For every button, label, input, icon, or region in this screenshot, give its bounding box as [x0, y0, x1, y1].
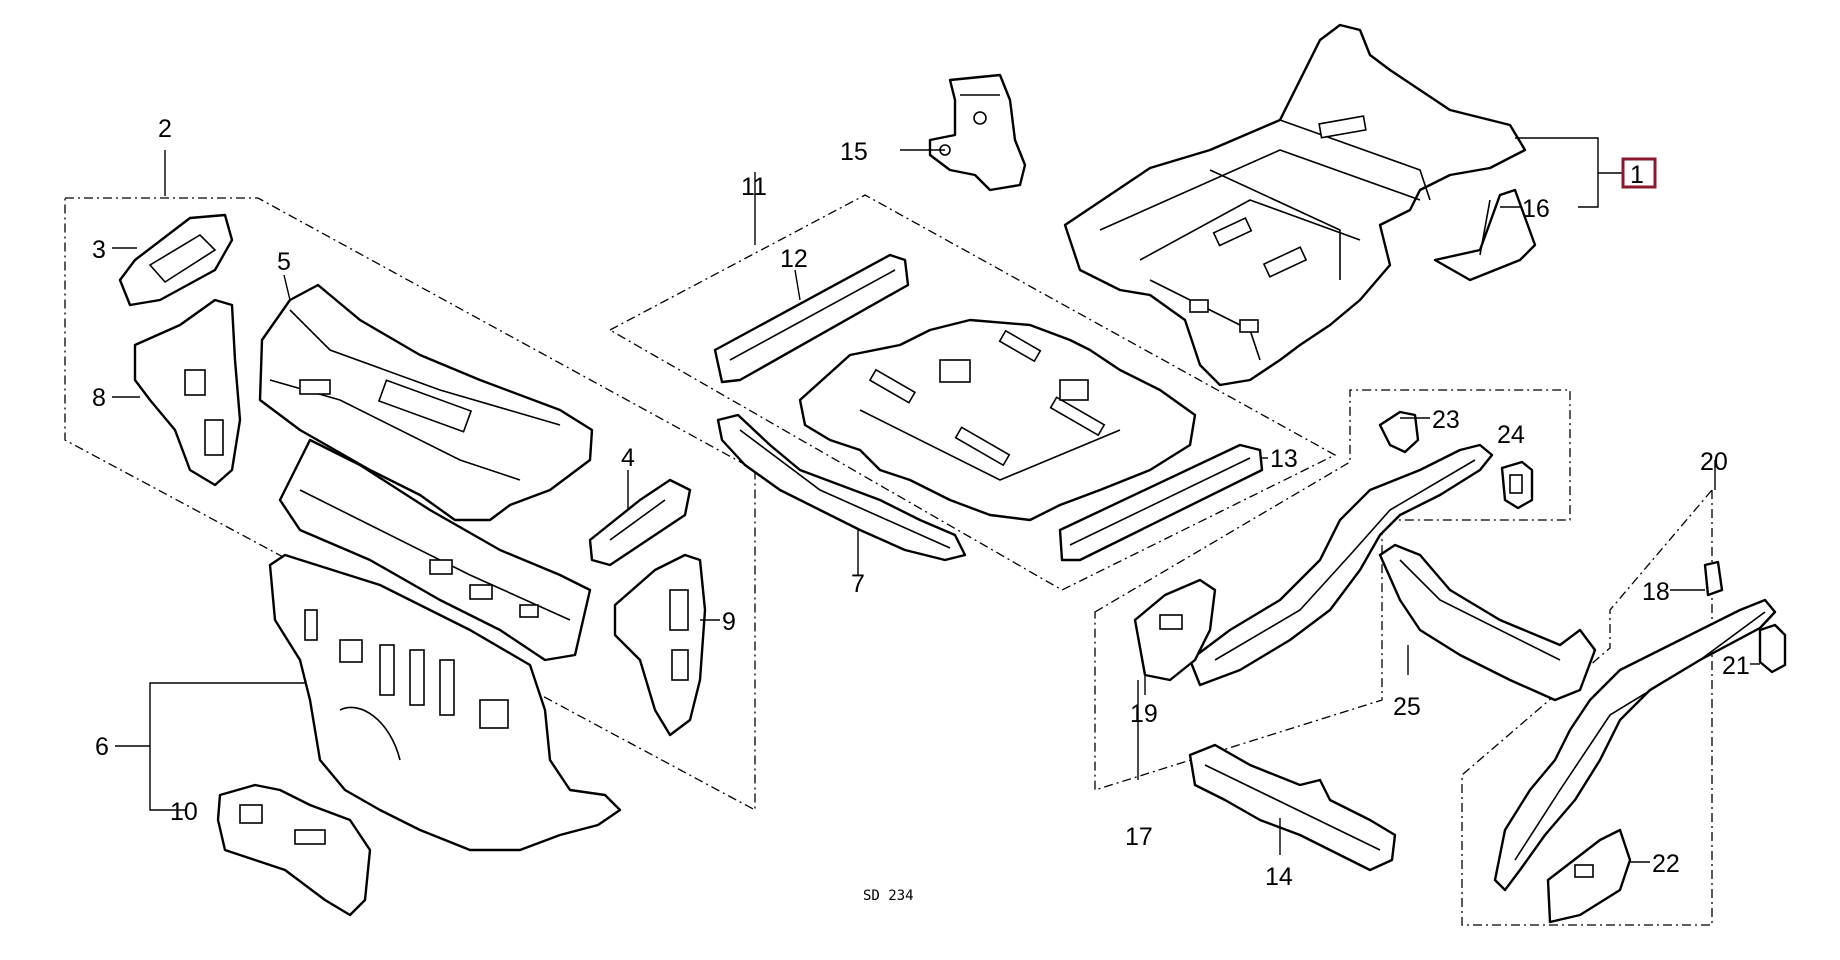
label-part-8[interactable]: 8	[92, 384, 106, 412]
label-part-4[interactable]: 4	[621, 444, 635, 472]
part-21-bracket[interactable]	[1758, 623, 1787, 674]
part-23-clip[interactable]	[1378, 410, 1420, 454]
part-13-crossmember[interactable]	[1058, 443, 1264, 562]
part-4-bracket[interactable]	[588, 478, 692, 567]
label-part-21[interactable]: 21	[1722, 652, 1750, 680]
part-10-reinforcement[interactable]	[216, 783, 372, 917]
selected-part-highlight	[1621, 157, 1657, 189]
part-2-cowl-lower[interactable]	[278, 438, 592, 662]
part-19-outrigger[interactable]	[1133, 578, 1217, 682]
part-24-bracket[interactable]	[1500, 460, 1534, 510]
part-16-bracket[interactable]	[1433, 188, 1537, 282]
part-15-bracket[interactable]	[928, 73, 1027, 192]
part-6-dashboard-bulkhead[interactable]	[268, 553, 622, 852]
label-part-10[interactable]: 10	[170, 798, 198, 826]
part-11-front-floor-pan[interactable]	[798, 318, 1197, 522]
part-5-cowl-upper[interactable]	[258, 283, 594, 522]
label-part-2[interactable]: 2	[158, 115, 172, 143]
label-part-12[interactable]: 12	[780, 245, 808, 273]
part-8-pillar-brace[interactable]	[133, 298, 242, 487]
label-part-25[interactable]: 25	[1393, 693, 1421, 721]
part-17-rear-frame-rail[interactable]	[1188, 443, 1494, 687]
label-part-1[interactable]: 1	[1630, 161, 1644, 189]
label-part-9[interactable]: 9	[722, 608, 736, 636]
label-part-18[interactable]: 18	[1642, 578, 1670, 606]
leader-lines	[112, 137, 1760, 863]
label-part-3[interactable]: 3	[92, 236, 106, 264]
part-14-floor-frame[interactable]	[1188, 743, 1397, 872]
group-box-11	[608, 194, 1337, 591]
group-box-2	[64, 197, 756, 812]
part-12-crossmember[interactable]	[713, 253, 910, 384]
part-7-floor-side-panel[interactable]	[716, 413, 967, 562]
part-18-clip[interactable]	[1703, 560, 1724, 597]
part-1-rear-floor-pan[interactable]	[1063, 23, 1527, 387]
label-part-17[interactable]: 17	[1125, 823, 1153, 851]
part-3-panel[interactable]	[118, 213, 234, 307]
label-part-22[interactable]: 22	[1652, 850, 1680, 878]
label-part-24[interactable]: 24	[1497, 421, 1525, 449]
label-part-14[interactable]: 14	[1265, 863, 1293, 891]
diagram-code: SD 234	[863, 888, 914, 904]
part-25-crossmember[interactable]	[1378, 543, 1597, 702]
label-part-13[interactable]: 13	[1270, 445, 1298, 473]
part-20-rear-frame-rail[interactable]	[1493, 598, 1777, 892]
part-9-pillar-brace[interactable]	[613, 553, 707, 737]
label-part-19[interactable]: 19	[1130, 700, 1158, 728]
label-part-23[interactable]: 23	[1432, 406, 1460, 434]
label-part-11[interactable]: 11	[741, 173, 767, 201]
part-22-gusset[interactable]	[1546, 828, 1632, 924]
label-part-20[interactable]: 20	[1700, 448, 1728, 476]
label-part-5[interactable]: 5	[277, 248, 291, 276]
label-part-6[interactable]: 6	[95, 733, 109, 761]
group-box-20	[1461, 488, 1713, 926]
part-labels: 1 2 3 4 5 6 7 8 9 10 11 12 13 14 15 16 1…	[92, 115, 1750, 904]
label-part-16[interactable]: 16	[1522, 195, 1550, 223]
label-part-7[interactable]: 7	[851, 570, 865, 598]
label-part-15[interactable]: 15	[840, 138, 868, 166]
